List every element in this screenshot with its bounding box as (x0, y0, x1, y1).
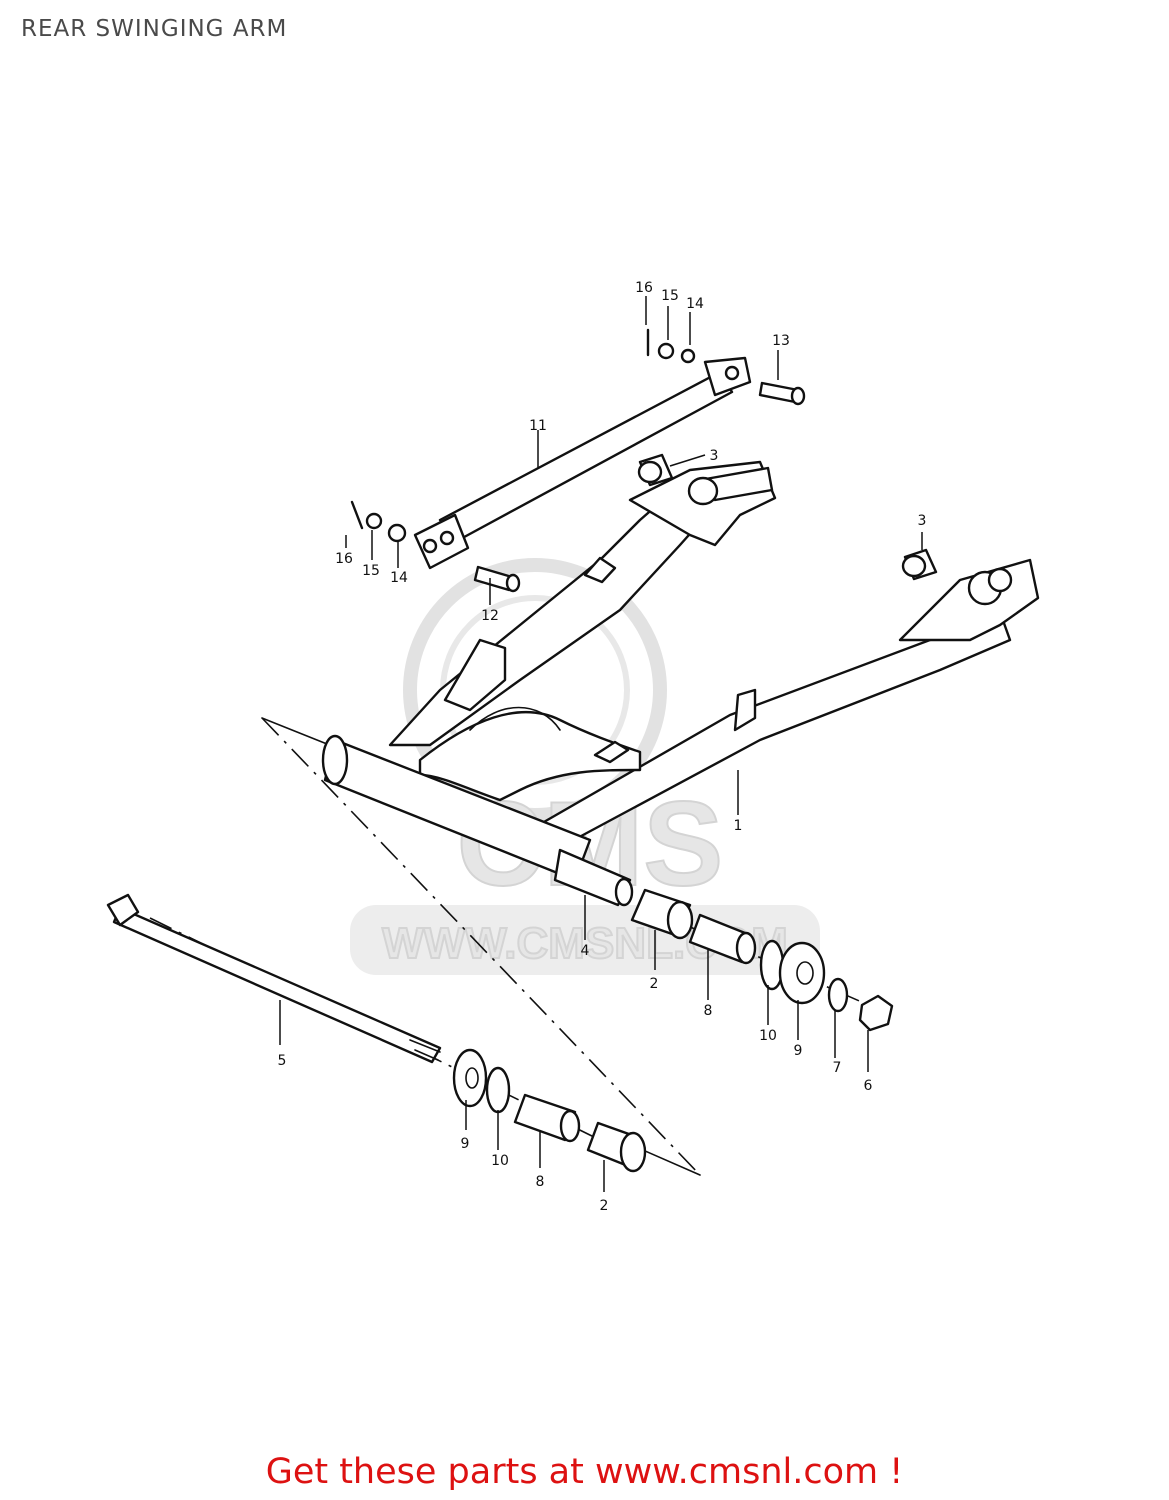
callout-6: 6 (864, 1078, 873, 1094)
callout-10-right: 10 (759, 1028, 777, 1044)
callout-8-left: 8 (536, 1174, 545, 1190)
right-pivot-hardware (630, 888, 894, 1032)
callout-11: 11 (529, 418, 547, 434)
callout-12: 12 (481, 608, 499, 624)
footer-link[interactable]: Get these parts at www.cmsnl.com ! (265, 1452, 904, 1492)
callout-2-right: 2 (650, 976, 659, 992)
callout-14-top: 14 (686, 296, 704, 312)
callout-1: 1 (734, 818, 743, 834)
callout-10-left: 10 (491, 1153, 509, 1169)
torque-link-11 (413, 356, 752, 570)
callout-5: 5 (278, 1053, 287, 1069)
callouts: 1 2 2 3 3 4 5 6 7 8 8 9 9 10 10 11 12 13… (278, 280, 927, 1214)
callout-13: 13 (772, 333, 790, 349)
callout-15-top: 15 (661, 288, 679, 304)
callout-16-bottom: 16 (335, 551, 353, 567)
callout-2-left: 2 (600, 1198, 609, 1214)
page-title: REAR SWINGING ARM (21, 16, 288, 42)
left-pivot-hardware (452, 1048, 647, 1173)
callout-7: 7 (833, 1060, 842, 1076)
hardware-upper (350, 328, 938, 593)
axle-bolt-5 (106, 893, 442, 1064)
leader-lines (279, 296, 923, 1192)
swing-arm (321, 460, 1040, 907)
callout-9-right: 9 (794, 1043, 803, 1059)
callout-4: 4 (581, 943, 590, 959)
callout-15-bottom: 15 (362, 563, 380, 579)
callout-14-bottom: 14 (390, 570, 408, 586)
callout-3-right: 3 (918, 513, 927, 529)
callout-16-top: 16 (635, 280, 653, 296)
callout-9-left: 9 (461, 1136, 470, 1152)
callout-8-right: 8 (704, 1003, 713, 1019)
callout-3-left: 3 (710, 448, 719, 464)
